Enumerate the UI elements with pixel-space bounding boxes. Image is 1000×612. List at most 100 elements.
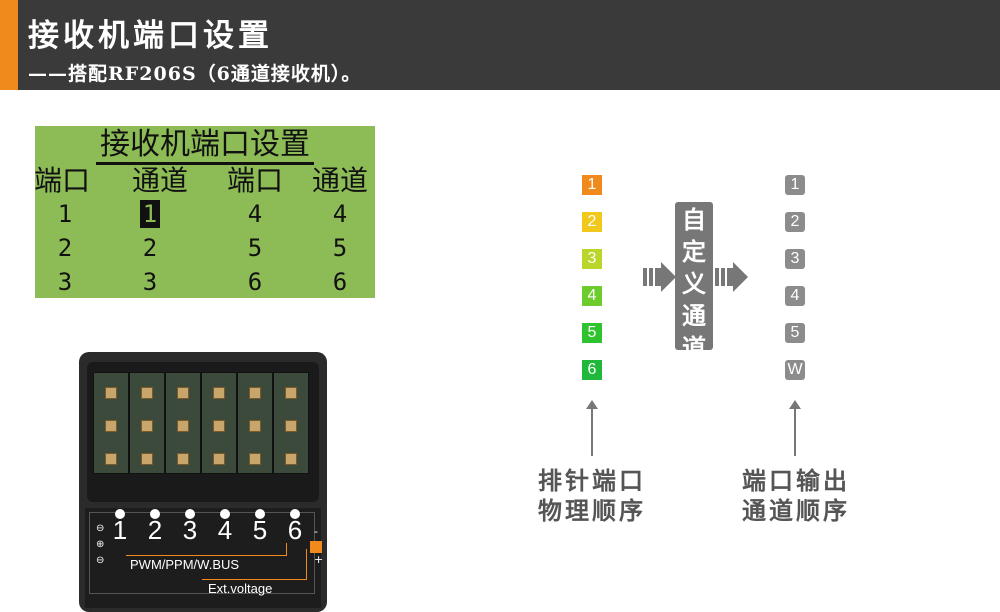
header-pin [285, 420, 297, 432]
lcd-header-port-2: 端口 [226, 164, 283, 197]
custom-channel-char: 义 [682, 269, 706, 298]
port-dot [220, 509, 230, 519]
port-dot [290, 509, 300, 519]
header-bar: 接收机端口设置 ——搭配RF206S（6通道接收机）。 [0, 0, 1000, 90]
output-channel-4: 4 [785, 286, 805, 306]
input-port-1: 1 [582, 175, 602, 195]
port-number-label: 3 [182, 515, 198, 545]
header-pin [213, 420, 225, 432]
page-subtitle: ——搭配RF206S（6通道接收机）。 [28, 63, 362, 85]
header-accent [0, 0, 18, 90]
signal-symbol-icon: ⊖ [96, 523, 105, 534]
arrow-up-icon [586, 400, 598, 456]
port-dot [115, 509, 125, 519]
header-pin [213, 387, 225, 399]
minus-symbol-icon: ⊖ [96, 555, 105, 566]
ext-voltage-pad [310, 541, 322, 553]
signal-type-label: PWM/PPM/W.BUS [130, 557, 240, 572]
lcd-cell: 6 [332, 268, 348, 296]
custom-channel-char: 道 [682, 333, 706, 362]
output-channel-2: 2 [785, 212, 805, 232]
lcd-header-port-1: 端口 [35, 164, 90, 197]
lcd-cell: 5 [247, 234, 263, 262]
pin-column [201, 372, 237, 474]
header-pin [141, 387, 153, 399]
ext-leader-vertical [306, 549, 307, 580]
plus-marker: + [314, 553, 324, 566]
output-channel-w: W [785, 360, 805, 380]
pin-column [237, 372, 273, 474]
input-port-3: 3 [582, 249, 602, 269]
lcd-cell: 4 [247, 200, 263, 228]
lcd-cell: 6 [247, 268, 263, 296]
input-port-6: 6 [582, 360, 602, 380]
lcd-cell: 3 [142, 268, 158, 296]
lcd-cell: 5 [332, 234, 348, 262]
header-pin [177, 387, 189, 399]
pin-column [129, 372, 165, 474]
signal-leader-vertical [286, 543, 287, 556]
lcd-cell-selected-text: 1 [139, 200, 161, 228]
input-port-2: 2 [582, 212, 602, 232]
header-pin [177, 453, 189, 465]
lcd-header-channel-2: 通道 [311, 164, 368, 197]
header-pin [285, 387, 297, 399]
port-number-label: 5 [252, 515, 268, 545]
header-pin [249, 453, 261, 465]
lcd-screen: 接收机端口设置 端口 通道 端口 通道 1 1 4 4 2 2 5 5 3 3 … [35, 126, 375, 298]
output-channel-3: 3 [785, 249, 805, 269]
header-pin [249, 420, 261, 432]
lcd-cell: 4 [332, 200, 348, 228]
lcd-cell: 2 [142, 234, 158, 262]
port-number-label: 1 [112, 515, 128, 545]
lcd-cell-selected[interactable]: 1 [105, 198, 195, 230]
header-pin [105, 420, 117, 432]
right-caption-line1: 端口输出 [742, 466, 850, 495]
lcd-title: 接收机端口设置 [35, 126, 375, 165]
page-title: 接收机端口设置 [28, 18, 273, 54]
header-pin [141, 420, 153, 432]
right-caption-line2: 通道顺序 [742, 496, 850, 525]
header-pin [141, 453, 153, 465]
ext-voltage-label: Ext.voltage [208, 581, 273, 596]
port-dot [255, 509, 265, 519]
port-number-label: 6 [287, 515, 303, 545]
signal-leader-line [126, 555, 286, 556]
header-pin [285, 453, 297, 465]
custom-channel-char: 自 [682, 205, 706, 234]
lcd-title-text: 接收机端口设置 [96, 127, 314, 165]
left-caption: 排针端口 物理顺序 [530, 466, 654, 526]
port-dot [150, 509, 160, 519]
header-pin [177, 420, 189, 432]
pin-column [93, 372, 129, 474]
header-pin [105, 387, 117, 399]
header-pin [105, 453, 117, 465]
output-channel-1: 1 [785, 175, 805, 195]
header-pin [249, 387, 261, 399]
header-pin [213, 453, 225, 465]
output-channel-5: 5 [785, 323, 805, 343]
port-number-label: 4 [217, 515, 233, 545]
lcd-cell: 1 [57, 200, 73, 228]
custom-channel-char: 定 [682, 237, 706, 266]
left-caption-line1: 排针端口 [538, 466, 646, 495]
port-number-label: 2 [147, 515, 163, 545]
ext-leader-line [202, 579, 306, 580]
input-port-5: 5 [582, 323, 602, 343]
pin-column [165, 372, 201, 474]
input-port-4: 4 [582, 286, 602, 306]
custom-channel-char: 通 [682, 301, 706, 330]
lcd-cell: 2 [57, 234, 73, 262]
custom-channel-box: 自定义通道 [675, 202, 713, 362]
lcd-cell: 3 [57, 268, 73, 296]
pin-header [93, 372, 313, 474]
pin-column [273, 372, 309, 474]
left-caption-line2: 物理顺序 [538, 496, 646, 525]
plus-symbol-icon: ⊕ [96, 539, 105, 550]
lcd-header-channel-1: 通道 [131, 164, 188, 197]
minus-marker: - [314, 525, 318, 538]
port-dot [185, 509, 195, 519]
